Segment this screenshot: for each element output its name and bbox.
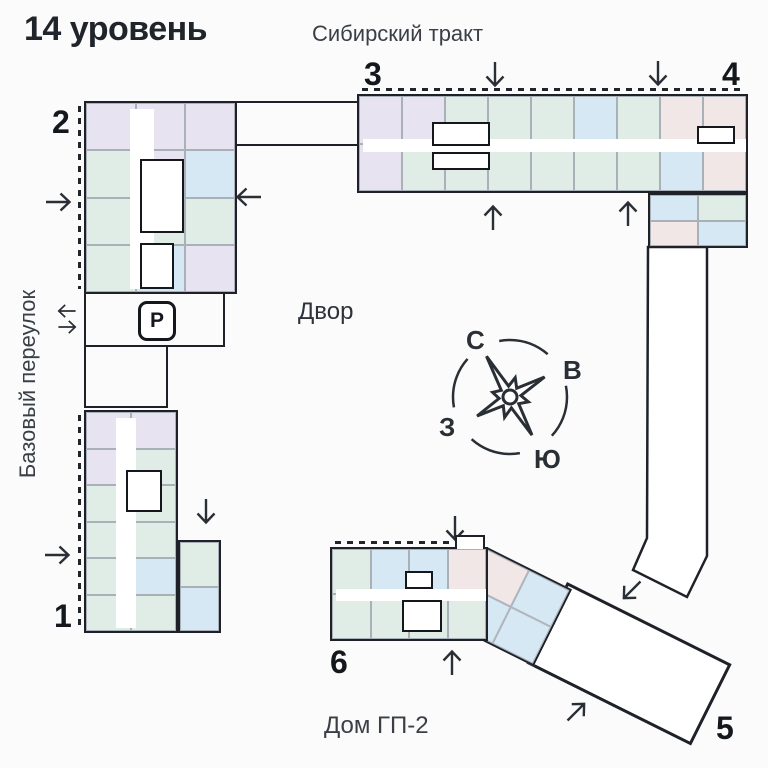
corridor	[336, 589, 486, 601]
arrow-up-right-icon	[556, 692, 596, 732]
apartments-mosaic	[650, 195, 746, 246]
arrow-up-icon	[479, 204, 507, 232]
stair-core	[432, 152, 490, 170]
building-number-4: 4	[722, 56, 740, 92]
stair-core	[140, 243, 174, 289]
compass-south-label: Ю	[531, 446, 564, 472]
building-number-3: 3	[364, 56, 382, 92]
compass-west-label: З	[436, 414, 459, 440]
apartments-mosaic	[86, 412, 176, 631]
arrow-up-icon	[438, 649, 466, 677]
building-6-plan[interactable]	[330, 547, 488, 641]
stairwell-bump	[455, 535, 485, 549]
apartments-mosaic	[180, 542, 219, 631]
stair-core	[405, 571, 433, 589]
building-number-5: 5	[716, 710, 734, 746]
building-number-1: 1	[54, 598, 72, 634]
arrow-left-icon	[57, 301, 77, 321]
elevator-core	[697, 126, 735, 144]
house-gp2-label: Дом ГП-2	[324, 712, 429, 739]
building-4-extension-plan[interactable]	[648, 193, 748, 248]
corridor-to-building-1	[84, 347, 168, 408]
window-strip	[335, 541, 450, 544]
street-label-sibirsky-trakt: Сибирский тракт	[312, 21, 484, 46]
window-strip	[78, 415, 81, 627]
corridor	[363, 139, 746, 152]
building-3-4-plan[interactable]	[357, 94, 748, 193]
page-title: 14 уровень	[24, 10, 208, 48]
compass-star-icon	[451, 338, 569, 456]
arrow-right-icon	[43, 541, 71, 569]
arrow-down-icon	[481, 60, 509, 88]
elevator-core	[432, 122, 490, 146]
arrow-up-icon	[614, 200, 642, 228]
building-2-plan[interactable]	[84, 101, 237, 294]
building-1-extension-plan[interactable]	[178, 540, 221, 633]
arrow-left-icon	[235, 183, 263, 211]
compass-north-label: С	[463, 327, 488, 353]
elevator-core	[140, 159, 184, 233]
yard-label: Двор	[298, 298, 354, 325]
bridge-corridor	[236, 101, 357, 146]
compass-east-label: В	[560, 357, 585, 383]
arrow-down-icon	[192, 497, 220, 525]
building-number-2: 2	[52, 104, 70, 140]
building-number-6: 6	[330, 644, 348, 680]
arrow-right-icon	[44, 188, 72, 216]
arrow-down-left-icon	[612, 570, 652, 610]
window-strip	[362, 88, 742, 91]
elevator-core	[126, 470, 162, 512]
window-strip	[78, 106, 81, 289]
corridor	[116, 418, 136, 628]
compass-rose: С В З Ю	[432, 319, 588, 475]
building-1-plan[interactable]	[84, 410, 178, 633]
arrow-right-icon	[57, 317, 77, 337]
elevator-core	[402, 600, 442, 632]
arrow-down-icon	[644, 59, 672, 87]
parking-icon: P	[138, 301, 176, 341]
